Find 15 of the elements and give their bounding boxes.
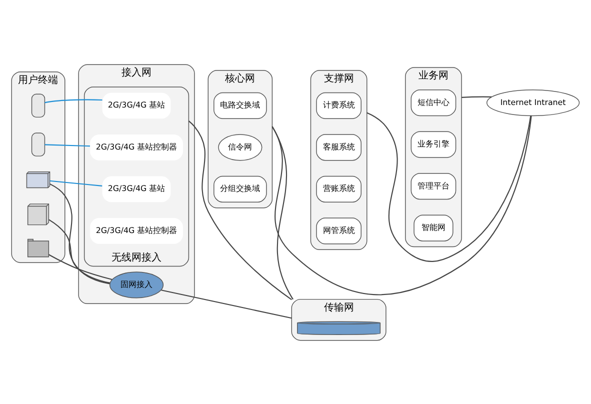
connector	[272, 115, 532, 295]
connector	[50, 182, 110, 284]
connector	[50, 180, 102, 186]
connector	[48, 218, 110, 283]
connector	[188, 120, 292, 300]
node-phone	[31, 93, 46, 118]
cluster: 传输网	[291, 298, 386, 340]
connector	[366, 112, 532, 262]
cluster: 用户终端	[11, 70, 66, 262]
connector	[44, 144, 90, 146]
node-phone	[31, 132, 46, 156]
connector	[462, 96, 492, 98]
connector	[48, 254, 112, 280]
connector	[161, 289, 292, 318]
connector	[44, 98, 102, 103]
